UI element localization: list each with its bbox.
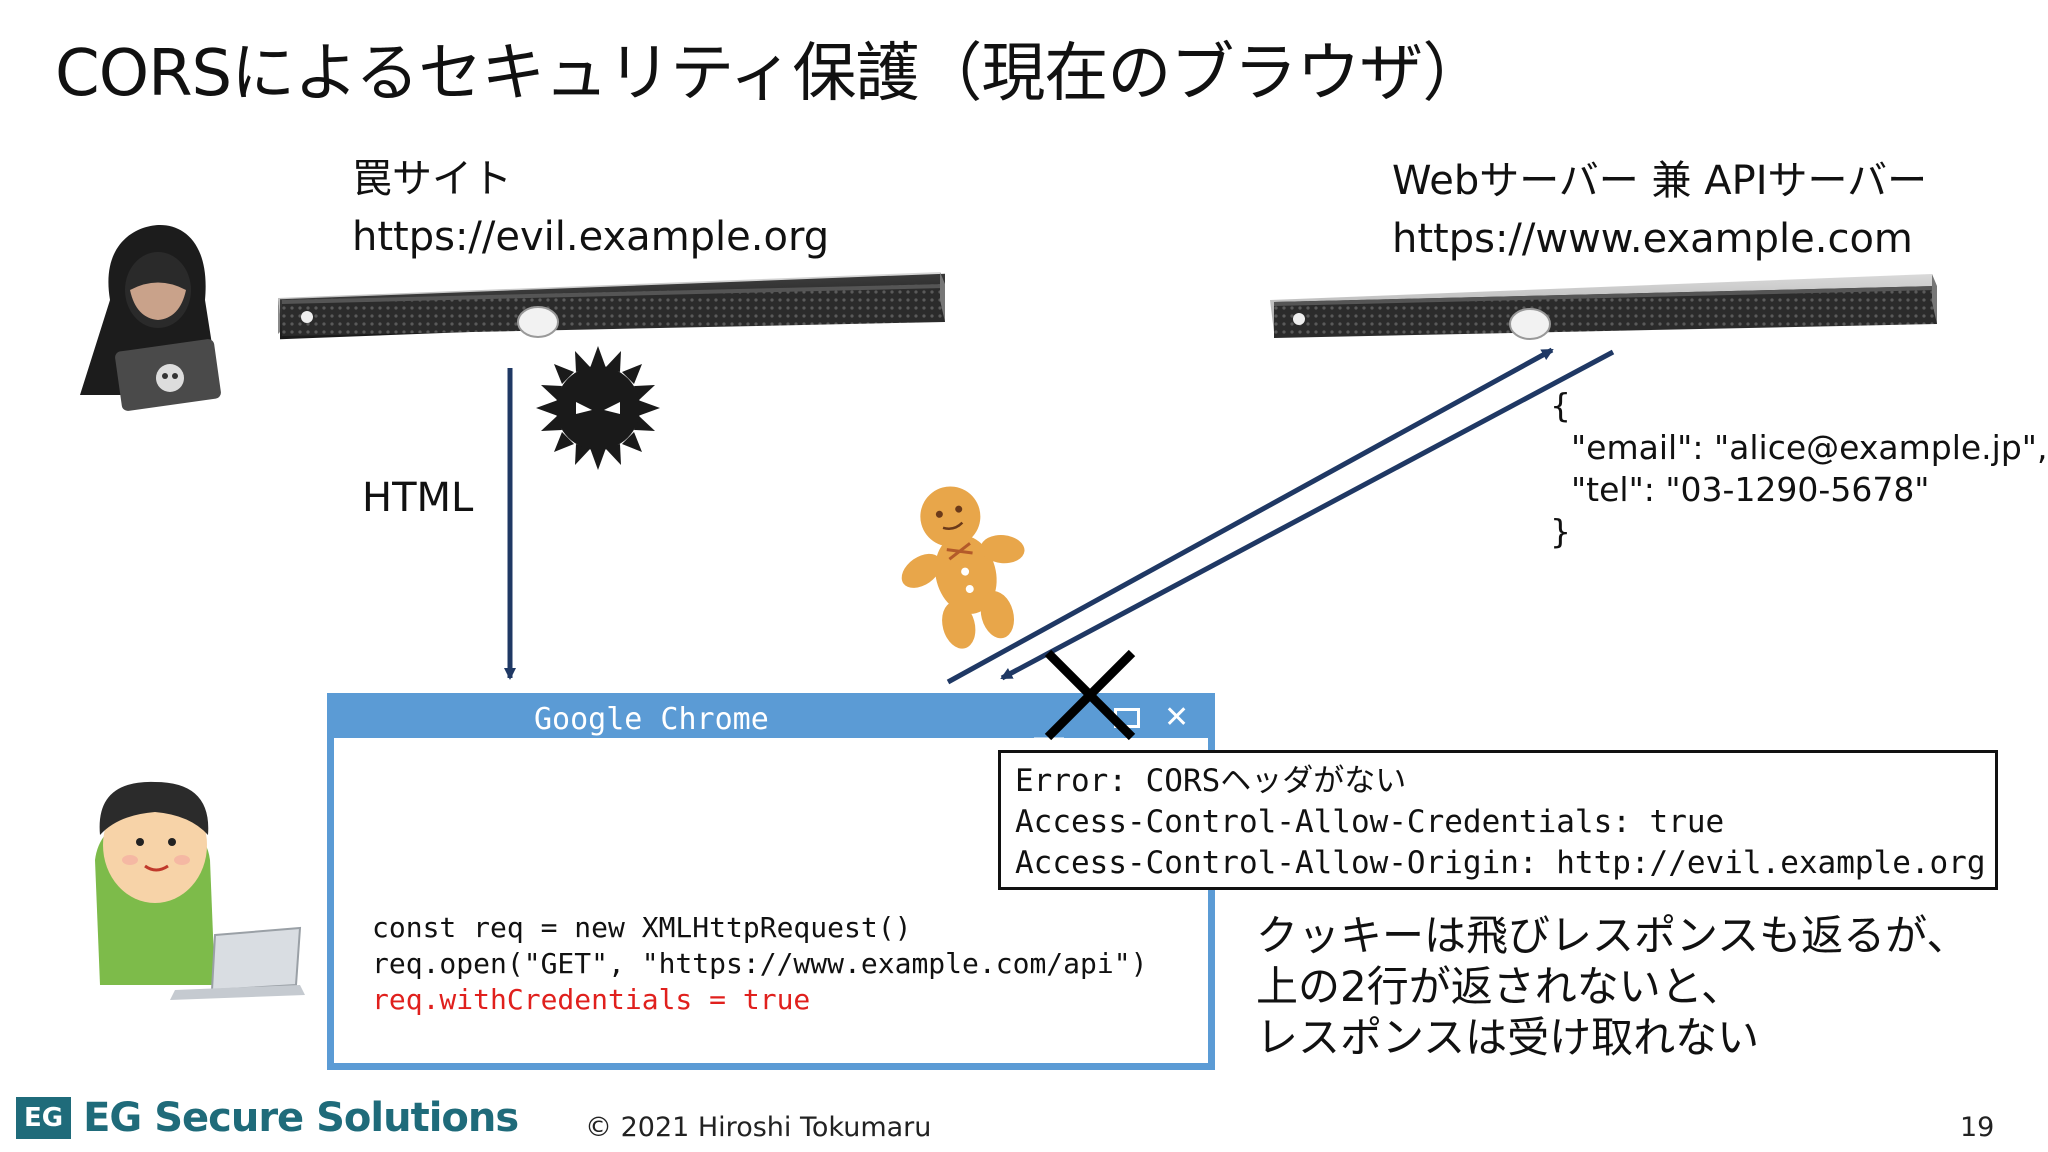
error-line-3: Access-Control-Allow-Origin: http://evil… bbox=[1015, 845, 1986, 881]
json-open: { bbox=[1550, 386, 1571, 425]
json-tel: "tel": "03-1290-5678" bbox=[1570, 470, 1930, 509]
json-email: "email": "alice@example.jp", bbox=[1570, 428, 2048, 467]
api-server-name: Webサーバー 兼 APIサーバー bbox=[1392, 158, 1928, 204]
note-line-3: レスポンスは受け取れない bbox=[1256, 1013, 1760, 1062]
close-icon[interactable]: ✕ bbox=[1164, 700, 1190, 735]
note-line-2: 上の2行が返されないと、 bbox=[1256, 962, 1744, 1011]
virus-icon bbox=[536, 346, 660, 470]
api-server-icon bbox=[1270, 274, 1937, 340]
evil-server-icon bbox=[278, 272, 945, 340]
blocked-x-icon bbox=[1044, 649, 1136, 741]
browser-title: Google Chrome bbox=[534, 702, 769, 737]
logo-mark: EG bbox=[16, 1097, 72, 1139]
api-server-label: Webサーバー 兼 APIサーバー https://www.example.co… bbox=[1392, 152, 1927, 268]
copyright: © 2021 Hiroshi Tokumaru bbox=[585, 1112, 932, 1143]
cookie-icon bbox=[901, 486, 1025, 649]
browser-code: const req = new XMLHttpRequest() req.ope… bbox=[372, 910, 1147, 1018]
response-arrow bbox=[1000, 349, 1615, 681]
evil-server-label: 罠サイト https://evil.example.org bbox=[352, 150, 829, 266]
request-arrow bbox=[946, 347, 1554, 685]
skull-icon bbox=[156, 364, 184, 392]
json-close: } bbox=[1550, 512, 1571, 551]
explanation-note: クッキーは飛びレスポンスも返るが、 上の2行が返されないと、 レスポンスは受け取… bbox=[1256, 910, 1968, 1063]
user-icon bbox=[95, 781, 305, 1000]
evil-server-name: 罠サイト bbox=[352, 156, 512, 202]
api-server-url: https://www.example.com bbox=[1392, 216, 1913, 262]
error-line-2: Access-Control-Allow-Credentials: true bbox=[1015, 804, 1725, 840]
code-line-1: const req = new XMLHttpRequest() bbox=[372, 911, 912, 944]
logo-text: EG Secure Solutions bbox=[83, 1095, 519, 1141]
company-logo: EG EG Secure Solutions bbox=[16, 1088, 519, 1148]
hacker-icon bbox=[80, 225, 221, 411]
html-label: HTML bbox=[362, 475, 474, 521]
error-line-1: Error: CORSヘッダがない bbox=[1015, 763, 1407, 799]
code-line-2: req.open("GET", "https://www.example.com… bbox=[372, 947, 1148, 980]
note-line-1: クッキーは飛びレスポンスも返るが、 bbox=[1256, 911, 1969, 960]
page-number: 19 bbox=[1960, 1112, 1995, 1143]
evil-server-url: https://evil.example.org bbox=[352, 214, 830, 260]
json-response: { "email": "alice@example.jp", "tel": "0… bbox=[1550, 385, 2047, 553]
cors-error-box: Error: CORSヘッダがない Access-Control-Allow-C… bbox=[998, 750, 1998, 890]
laptop-icon bbox=[170, 926, 305, 1000]
code-line-credentials: req.withCredentials = true bbox=[372, 983, 811, 1016]
slide-title: CORSによるセキュリティ保護（現在のブラウザ） bbox=[55, 37, 1486, 111]
